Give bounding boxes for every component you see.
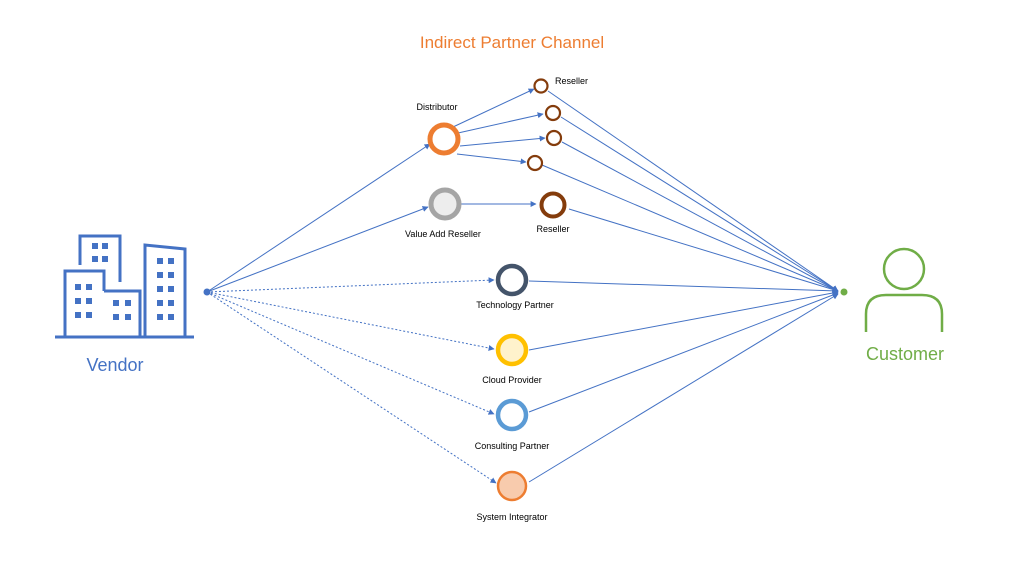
reseller-node-2: [544, 104, 562, 122]
customer-label: Customer: [866, 344, 944, 364]
connector-vendor-var: [206, 206, 429, 293]
reseller-var-node: [539, 191, 567, 219]
connector-cloud-customer: [528, 290, 839, 351]
technology-partner-label: Technology Partner: [476, 300, 554, 310]
connector-integrator-customer: [528, 293, 839, 483]
connector-vendor-integrator: [206, 291, 497, 484]
connector-technology-customer: [528, 280, 839, 294]
consulting-partner-label: Consulting Partner: [475, 441, 550, 451]
connector-consulting-customer: [528, 292, 839, 413]
office-buildings-icon: [55, 234, 194, 339]
reseller-node-1: [533, 78, 549, 94]
reseller-top-label: Reseller: [555, 76, 588, 86]
user-icon: [864, 247, 944, 332]
connector-distributor-reseller-2: [457, 112, 544, 134]
connector-vendor-cloud: [206, 291, 495, 351]
cloud-provider-node: [495, 333, 529, 367]
connector-distributor-reseller-3: [459, 135, 546, 147]
connector-distributor-reseller-4: [456, 153, 527, 165]
system-integrator-node: [496, 470, 528, 502]
connector-distributor-reseller-1: [452, 88, 535, 128]
vendor-label: Vendor: [86, 355, 143, 375]
reseller-var-label: Reseller: [536, 224, 569, 234]
cloud-provider-label: Cloud Provider: [482, 375, 542, 385]
connector-reseller-2-customer: [560, 116, 839, 292]
connector-vendor-technology: [206, 277, 495, 293]
technology-partner-node: [495, 263, 529, 297]
connector-reseller-1-customer: [547, 90, 839, 292]
diagram-title: Indirect Partner Channel: [420, 33, 604, 52]
value-add-reseller-label: Value Add Reseller: [405, 229, 481, 239]
distributor-node: [427, 122, 461, 156]
distributor-label: Distributor: [416, 102, 457, 112]
vendor-connector-dot: [203, 288, 211, 296]
system-integrator-label: System Integrator: [476, 512, 547, 522]
value-add-reseller-node: [428, 187, 462, 221]
connector-reseller-4-customer: [541, 164, 839, 292]
connectors: [206, 88, 839, 484]
connector-reseller-var-customer: [568, 208, 839, 293]
consulting-partner-node: [495, 398, 529, 432]
connector-reseller-3-customer: [561, 141, 839, 292]
connector-vendor-consulting: [206, 291, 495, 415]
customer-connector-dot: [840, 288, 848, 296]
reseller-node-4: [526, 154, 544, 172]
connector-vendor-distributor: [206, 143, 431, 293]
reseller-node-3: [545, 129, 563, 147]
